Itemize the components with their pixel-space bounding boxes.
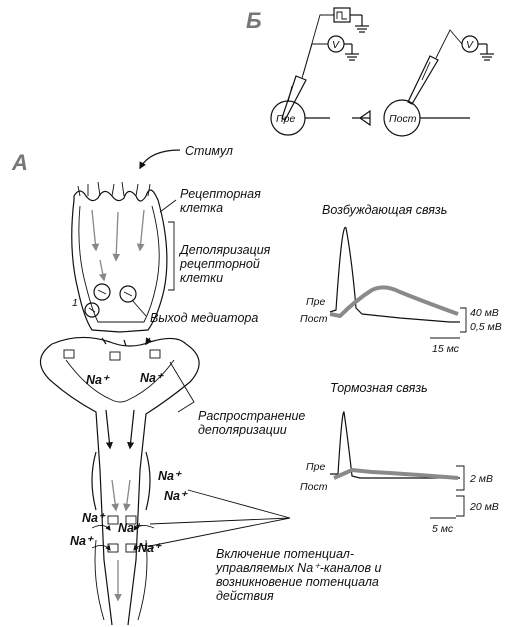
stimulus-arrow — [139, 149, 181, 170]
propagation-label-2: деполяризации — [198, 423, 287, 437]
inhibitory-v-scale-2 — [456, 495, 465, 517]
inhibitory-scale-v2: 20 мВ — [469, 501, 499, 513]
inhibitory-scale-t: 5 мс — [432, 523, 454, 535]
voltmeter-symbol: V — [332, 39, 340, 51]
na-label-5: Na⁺ — [82, 511, 106, 525]
activation-label-1: Включение потенциал- — [216, 547, 354, 561]
electrode-pre — [281, 75, 307, 121]
electrode-post — [407, 55, 439, 105]
inhibitory-post-trace — [333, 467, 459, 480]
voltmeter-pre: V — [327, 35, 359, 61]
svg-text:V: V — [466, 39, 474, 51]
inhibitory-title: Тормозная связь — [330, 381, 428, 395]
voltmeter-post: V — [461, 35, 494, 61]
inhibitory-pre-label: Пре — [306, 461, 325, 473]
propagation-bracket — [169, 361, 195, 413]
excitatory-v-scale — [460, 307, 467, 333]
inhibitory-v-scale-1 — [456, 465, 465, 491]
stimulator-symbol — [333, 7, 369, 33]
depolarization-label-1: Деполяризация — [178, 243, 271, 257]
stimulus-label: Стимул — [185, 144, 233, 158]
propagation-label-1: Распространение — [198, 409, 305, 423]
excitatory-pre-label: Пре — [306, 296, 325, 308]
na-label-6: Na⁺ — [118, 521, 142, 535]
excitatory-scale-v2: 0,5 мВ — [470, 321, 502, 333]
excitatory-recording: Возбуждающая связь Пре Пост 40 мВ 0,5 мВ… — [300, 203, 502, 355]
na-label-7: Na⁺ — [70, 534, 94, 548]
na-label-8: Na⁺ — [138, 541, 162, 555]
receptor-cell-label-2: клетка — [180, 201, 223, 215]
na-label-3: Na⁺ — [158, 469, 182, 483]
activation-label-3: возникновение потенциала — [216, 575, 379, 589]
receptor-cell: 1 — [71, 181, 168, 333]
inhibitory-post-label: Пост — [300, 481, 328, 493]
depolarization-bracket — [168, 221, 175, 291]
mediator-release-label: Выход медиатора — [150, 311, 258, 325]
receptor-cell-label-1: Рецепторная — [180, 187, 261, 201]
activation-label-2: управляемых Na⁺-каналов и — [215, 561, 381, 575]
excitatory-scale-t: 15 мс — [432, 343, 460, 355]
inhibitory-pre-trace — [330, 411, 460, 479]
depolarization-label-3: клетки — [180, 271, 223, 285]
inhibitory-recording: Тормозная связь Пре Пост 2 мВ 20 мВ 5 мс — [300, 381, 499, 535]
excitatory-pre-trace — [329, 226, 460, 323]
activation-label-4: действия — [216, 589, 274, 603]
na-label-1: Na⁺ — [86, 373, 110, 387]
panel-a: А Стимул 1 Рецепторная клетка Д — [11, 144, 381, 626]
excitatory-title: Возбуждающая связь — [322, 203, 447, 217]
synapse-symbol — [358, 109, 371, 127]
na-label-4: Na⁺ — [164, 489, 188, 503]
excitatory-scale-v1: 40 мВ — [470, 307, 499, 319]
panel-b-letter: Б — [246, 8, 262, 33]
post-cell-label: Пост — [389, 113, 417, 125]
inhibitory-scale-v1: 2 мВ — [469, 473, 493, 485]
depolarization-label-2: рецепторной — [179, 257, 260, 271]
na-label-2: Na⁺ — [140, 371, 164, 385]
nerve-terminal — [39, 336, 200, 626]
excitatory-post-trace — [329, 285, 459, 319]
cell-number: 1 — [72, 297, 78, 309]
panel-a-letter: А — [11, 150, 28, 175]
panel-b: Б V Пре — [246, 7, 494, 137]
excitatory-post-label: Пост — [300, 313, 328, 325]
pre-cell-label: Пре — [276, 113, 295, 125]
